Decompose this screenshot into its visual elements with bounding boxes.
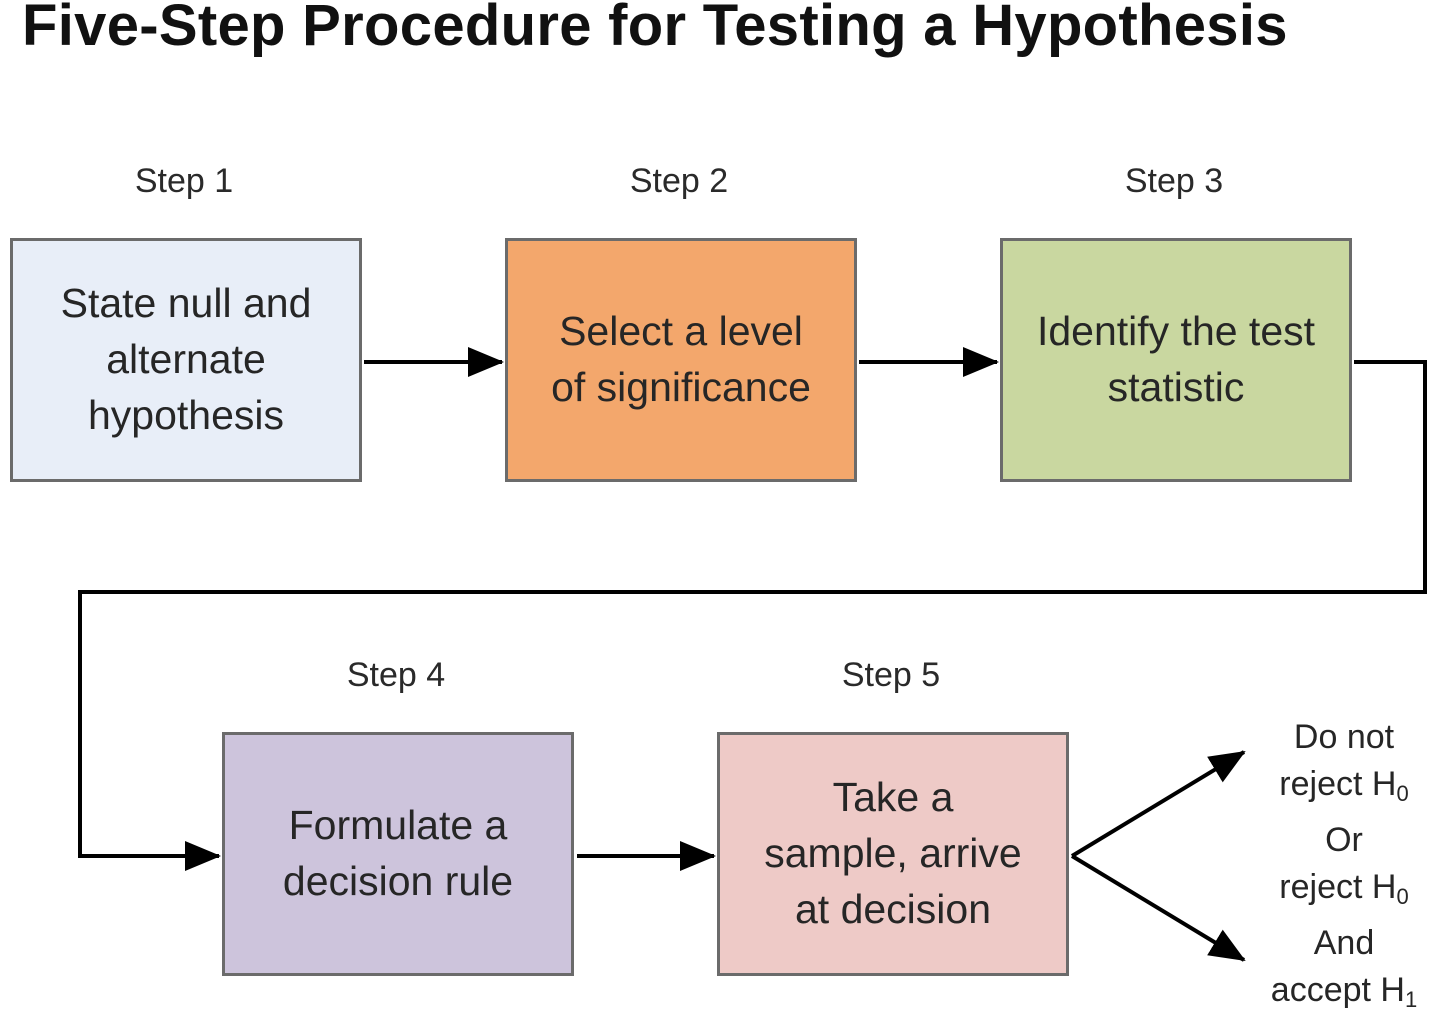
step-1-box: State null and alternate hypothesis [10, 238, 362, 482]
step-2-line: Select a level [559, 308, 803, 355]
step-1-line: State null and [60, 280, 312, 327]
step-4-label: Step 4 [346, 656, 446, 694]
arrow-step5-to-do-not-reject [1070, 750, 1246, 858]
step-2-line: of significance [551, 364, 811, 410]
step-5-text: Take a sample, arrive at decision [764, 770, 1021, 937]
step-3-box: Identify the test statistic [1000, 238, 1352, 482]
step-2-label: Step 2 [629, 162, 729, 200]
step-4-line: Formulate a [288, 802, 508, 849]
step-5-box: Take a sample, arrive at decision [717, 732, 1069, 976]
outcome-subscript: 0 [1396, 781, 1409, 806]
outcome-text: reject H [1279, 868, 1397, 906]
outcome-line-or: Or [1325, 821, 1363, 859]
outcome-line-reject-h0: reject H0 [1248, 761, 1440, 817]
step-3-line: statistic [1107, 364, 1245, 410]
outcome-line-reject-h0-alt: reject H0 [1248, 864, 1440, 920]
outcome-line-and: And [1313, 924, 1375, 962]
outcome-subscript: 0 [1396, 884, 1409, 909]
outcome-line-accept-h1: accept H1 [1248, 967, 1440, 1023]
outcome-subscript: 1 [1404, 987, 1418, 1012]
step-1-label: Step 1 [134, 162, 234, 200]
step-2-box: Select a level of significance [505, 238, 857, 482]
step-2-text: Select a level of significance [551, 304, 811, 416]
arrow-step5-to-reject [1070, 854, 1246, 962]
step-3-text: Identify the test statistic [1037, 304, 1315, 416]
step-5-line: sample, arrive [764, 830, 1022, 877]
step-1-line: alternate [106, 336, 266, 383]
arrow-step3-to-step4 [78, 360, 1427, 871]
step-4-line: decision rule [282, 858, 514, 904]
step-5-line: at decision [794, 885, 991, 932]
step-5-label: Step 5 [841, 656, 941, 694]
step-1-line: hypothesis [87, 391, 284, 438]
step-3-line: Identify the test [1036, 308, 1316, 355]
step-4-text: Formulate a decision rule [283, 798, 513, 910]
outcome-line-do-not: Do not [1293, 718, 1395, 756]
decision-outcomes: Do not reject H0 Or reject H0 And accept… [1248, 714, 1440, 1023]
step-1-text: State null and alternate hypothesis [61, 276, 312, 443]
step-5-line: Take a [832, 774, 954, 821]
outcome-text: reject H [1279, 765, 1397, 803]
step-4-box: Formulate a decision rule [222, 732, 574, 976]
outcome-text: accept H [1270, 971, 1405, 1009]
step-3-label: Step 3 [1124, 162, 1224, 200]
diagram-title: Five-Step Procedure for Testing a Hypoth… [22, 0, 1288, 58]
